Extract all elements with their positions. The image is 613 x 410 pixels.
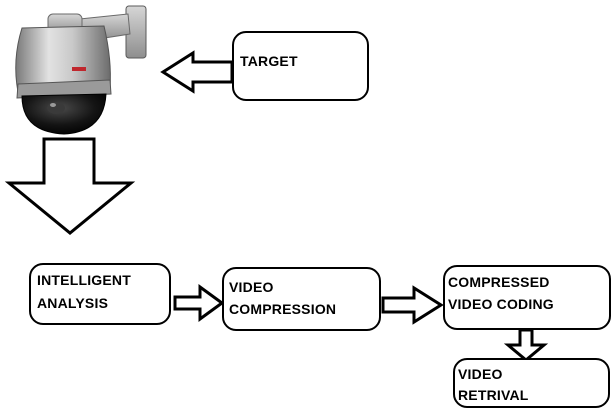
video-compression-label-line2: COMPRESSION bbox=[229, 301, 337, 317]
arrow-analysis-to-compression bbox=[173, 284, 225, 322]
compressed-video-coding-box bbox=[443, 265, 611, 330]
arrow-coding-to-retrival bbox=[503, 328, 549, 362]
intelligent-analysis-box bbox=[29, 263, 171, 325]
video-retrival-label-line2: RETRIVAL bbox=[458, 387, 529, 403]
video-compression-box bbox=[222, 267, 381, 331]
video-retrival-box bbox=[453, 358, 610, 408]
compressed-video-coding-label-line1: COMPRESSED bbox=[448, 274, 550, 290]
arrow-target-to-camera bbox=[160, 50, 234, 94]
intelligent-analysis-label-line2: ANALYSIS bbox=[37, 295, 109, 311]
arrow-compression-to-coding bbox=[381, 285, 444, 325]
target-label: TARGET bbox=[240, 53, 298, 69]
compressed-video-coding-label-line2: VIDEO CODING bbox=[448, 296, 554, 312]
intelligent-analysis-label-line1: INTELLIGENT bbox=[37, 272, 131, 288]
target-box bbox=[232, 31, 369, 101]
arrow-camera-down bbox=[4, 137, 136, 235]
video-retrival-label-line1: VIDEO bbox=[458, 366, 503, 382]
ptz-dome-camera-icon bbox=[15, 5, 147, 135]
video-compression-label-line1: VIDEO bbox=[229, 279, 274, 295]
